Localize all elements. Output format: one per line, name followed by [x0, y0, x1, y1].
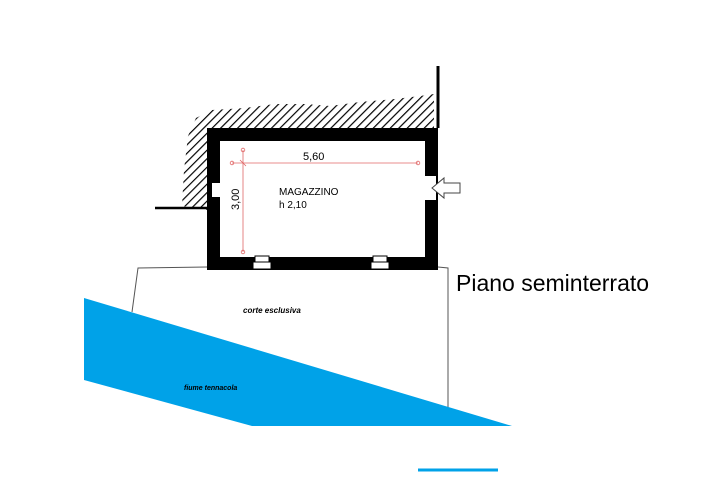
- room-height-label: h 2,10: [279, 200, 307, 211]
- depth-dimension-label: 3,00: [230, 189, 242, 210]
- pillar-left: [252, 255, 272, 270]
- earth-hatching: [182, 94, 434, 210]
- dimension-lines: [229, 147, 421, 255]
- river-label: fiume tennacola: [184, 385, 237, 392]
- left-wall-opening: [212, 183, 222, 197]
- pillar-right: [370, 255, 390, 270]
- river-area: [84, 298, 512, 426]
- plan-title: Piano seminterrato: [456, 270, 650, 296]
- width-dimension-label: 5,60: [303, 151, 324, 163]
- room-name-label: MAGAZZINO: [279, 187, 339, 198]
- courtyard-label: corte esclusiva: [243, 306, 301, 315]
- right-wall-entrance: [423, 176, 436, 200]
- courtyard-outline: [131, 266, 449, 408]
- entrance-arrow-icon: [431, 176, 461, 200]
